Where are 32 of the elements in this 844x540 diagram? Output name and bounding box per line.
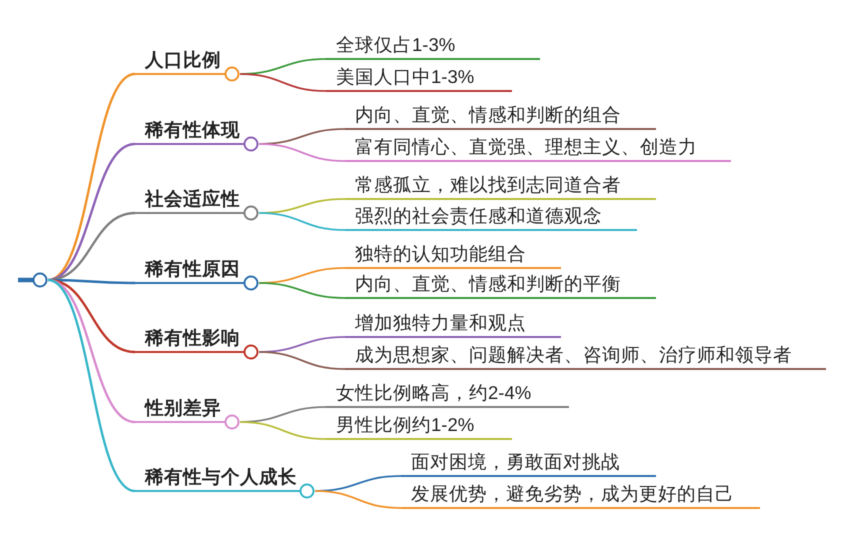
branch-line [48,142,136,282]
branch-label: 强烈的社会责任感和道德观念 [345,205,637,231]
branch-line [240,73,326,92]
topic-label: 稀有性体现 [135,119,244,145]
branch-line [314,490,402,509]
topic-label: 稀有性影响 [135,327,244,353]
branch-label: 内向、直觉、情感和判断的平衡 [345,273,656,299]
topic-label: 稀有性与个人成长 [135,466,300,492]
branch-label: 面对困境，勇敢面对挑战 [401,451,656,477]
branch-line [258,212,346,231]
branch-label: 发展优势，避免劣势，成为更好的自己 [401,483,760,509]
topic-label: 人口比例 [135,49,225,75]
branch-label: 全球仅占1-3% [326,34,540,60]
branch-label: 常感孤立，难以找到志同道合者 [345,174,656,200]
branch-label: 女性比例略高，约2-4% [326,382,569,408]
branch-line [258,351,346,370]
topic-label: 社会适应性 [135,188,244,214]
branch-label: 美国人口中1-3% [326,66,512,92]
branch-label: 增加独特力量和观点 [345,312,561,338]
root-circle [18,271,48,289]
topic-label: 性别差异 [135,397,225,423]
branch-line [240,421,326,440]
branch-line [258,143,346,162]
branch-line [258,282,346,299]
branch-label: 富有同情心、直觉强、理想主义、创造力 [345,136,731,162]
topic-label: 稀有性原因 [135,258,244,284]
branch-label: 内向、直觉、情感和判断的组合 [345,104,656,130]
branch-line [48,212,136,282]
branch-line [48,278,136,492]
branch-label: 独特的认知功能组合 [345,243,561,269]
branch-label: 男性比例约1-2% [326,414,512,440]
branch-label: 成为思想家、问题解决者、咨询师、治疗师和领导者 [345,344,826,370]
